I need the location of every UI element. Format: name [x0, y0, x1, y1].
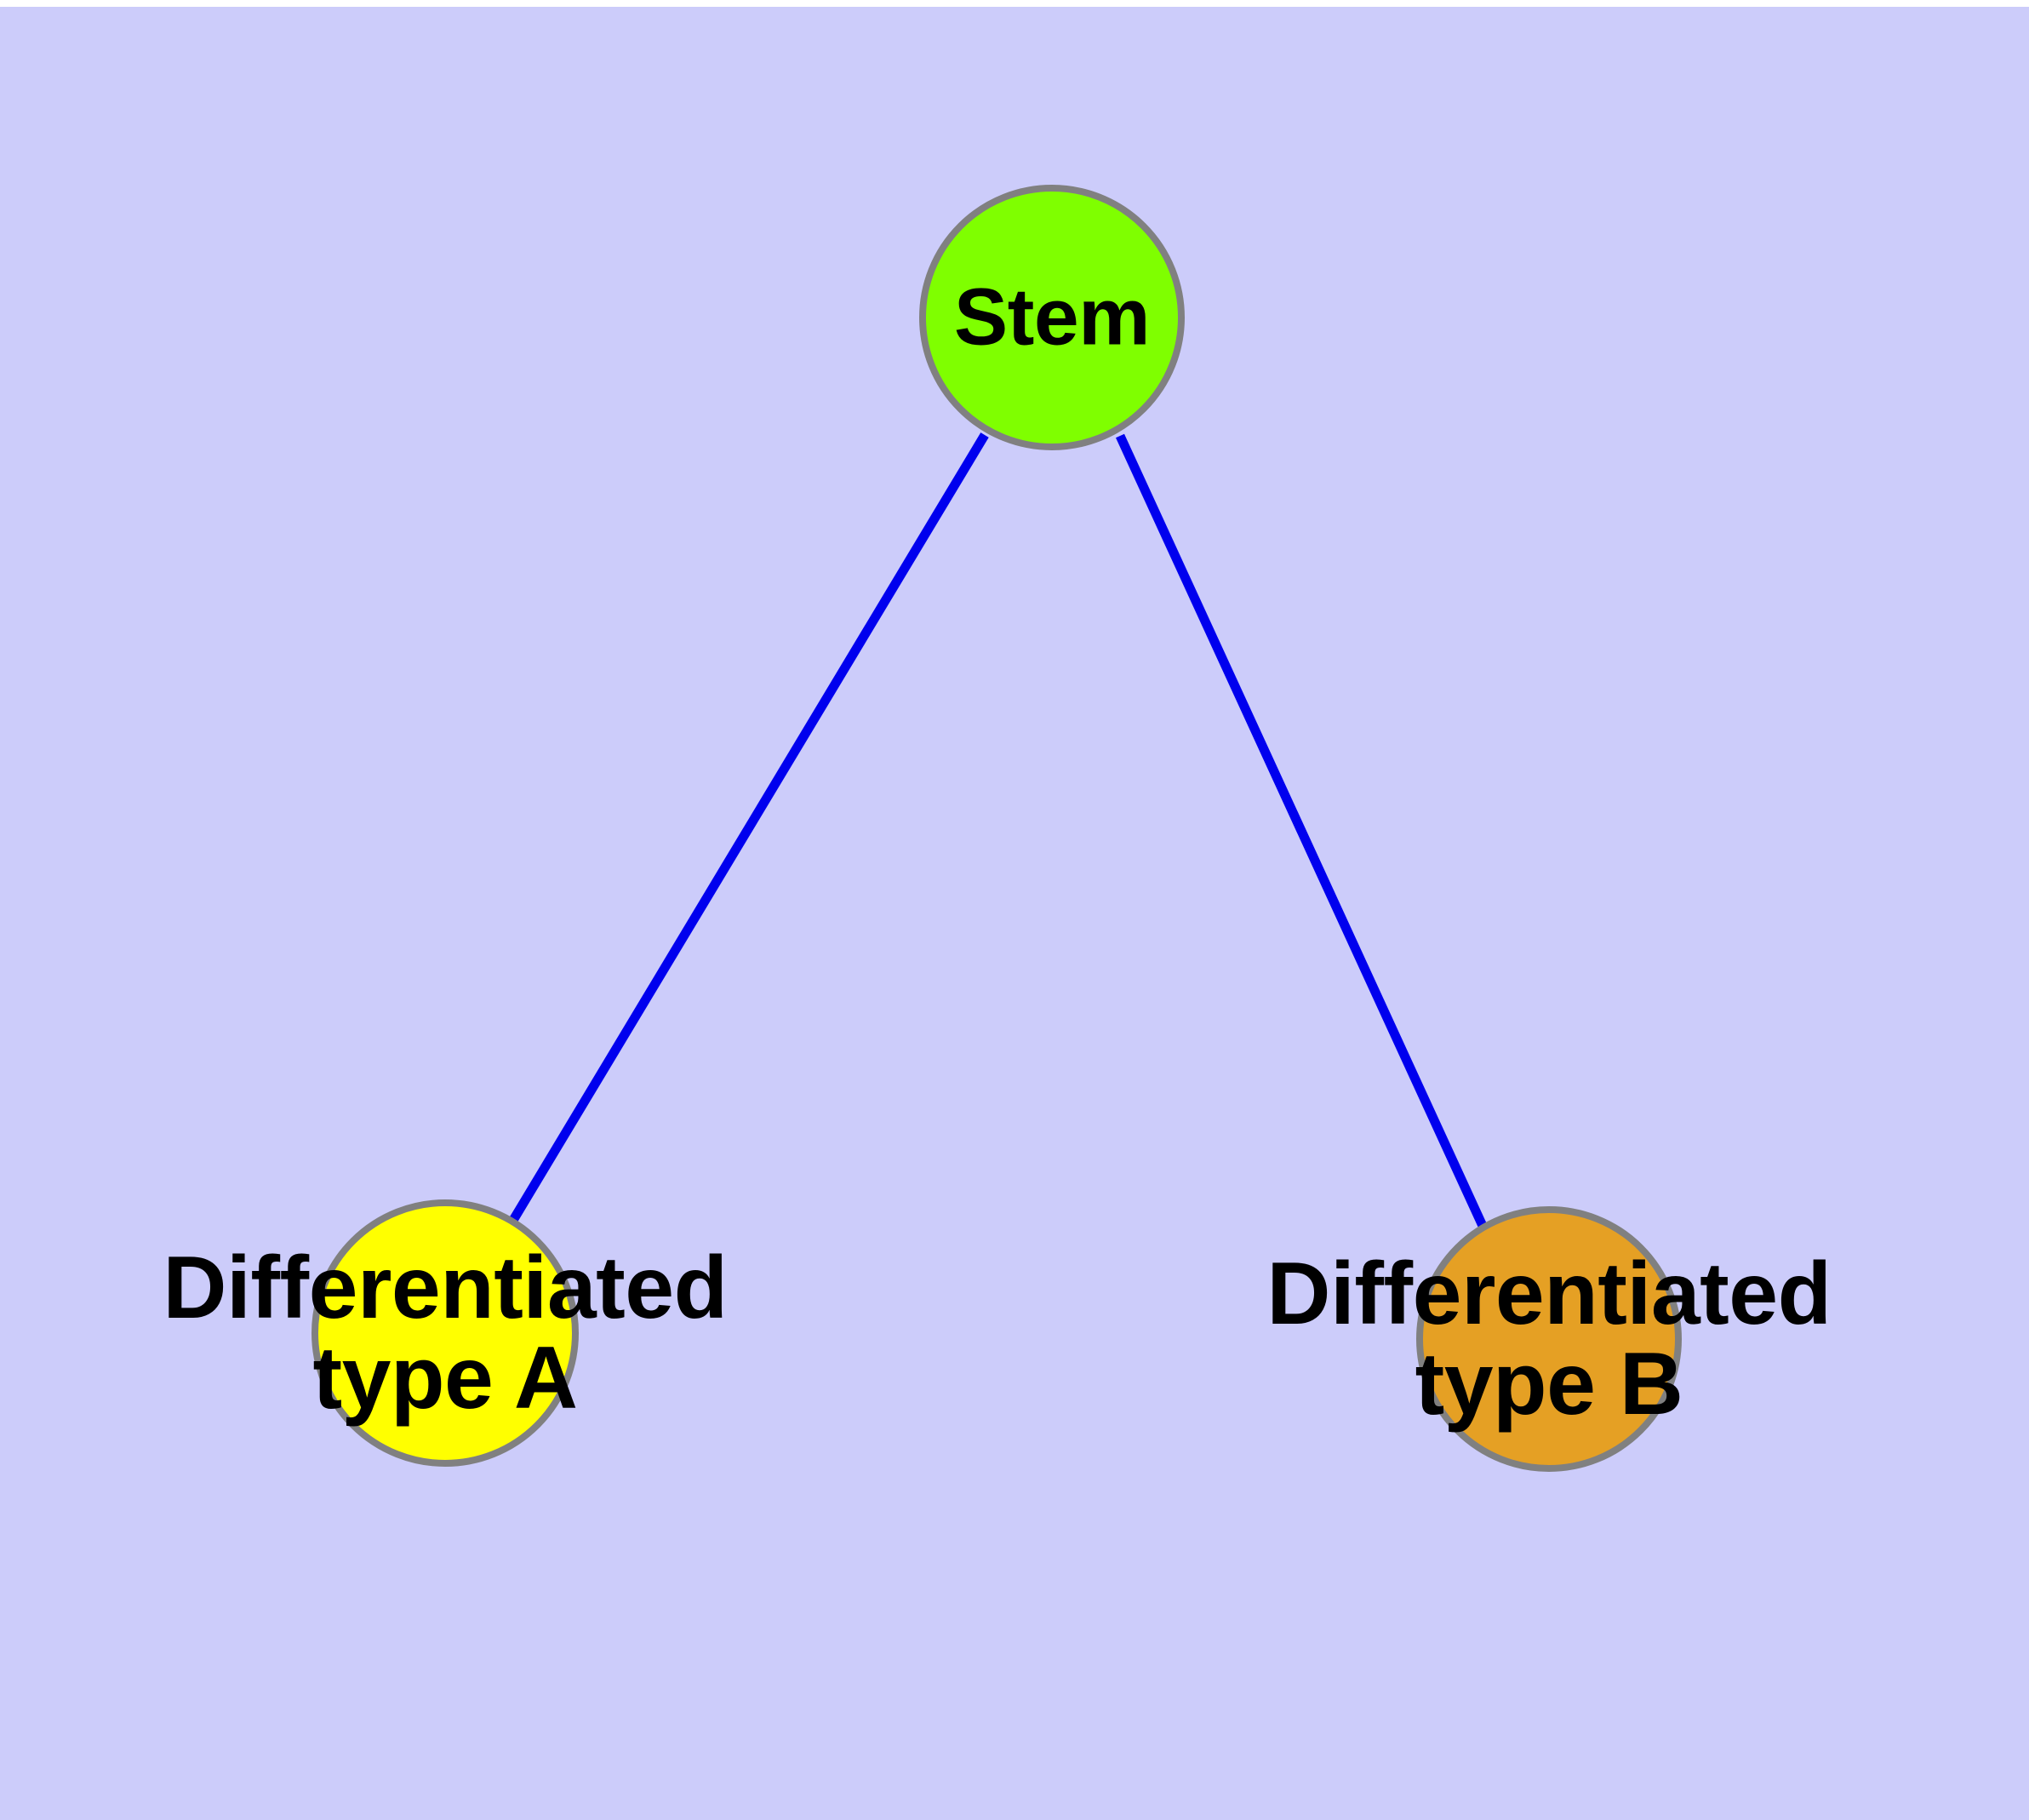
nodes-group [311, 185, 1682, 1472]
node-circle-diff-b[interactable] [1416, 1206, 1682, 1472]
edges-group [508, 432, 1487, 1228]
edge-stem-diff-b[interactable] [1116, 433, 1487, 1228]
node-circle-diff-a[interactable] [311, 1199, 579, 1467]
node-circle-stem[interactable] [919, 185, 1185, 450]
edge-stem-diff-a[interactable] [508, 432, 989, 1224]
